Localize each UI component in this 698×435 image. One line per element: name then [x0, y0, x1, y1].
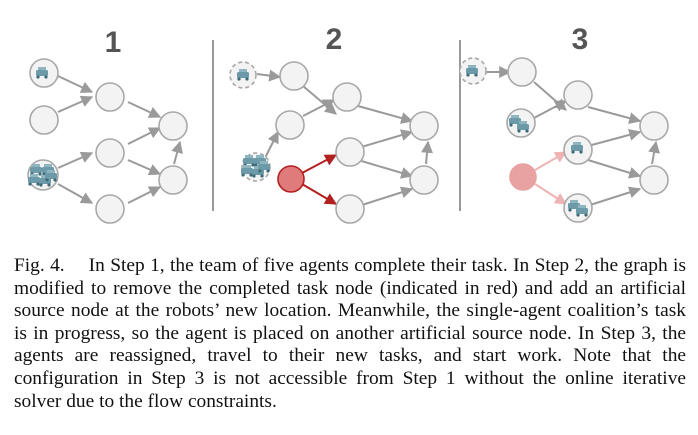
task-node [639, 165, 669, 195]
panel-number-3: 3 [572, 23, 589, 56]
task-node [158, 111, 188, 141]
task-node [507, 57, 537, 87]
task-node [275, 110, 305, 140]
task-node [158, 165, 188, 195]
task-node [279, 61, 309, 91]
task-node [95, 82, 125, 112]
task-node [95, 194, 125, 224]
task-node [332, 82, 362, 112]
task-node [563, 80, 593, 110]
figure-label: Fig. 4. [14, 255, 65, 276]
task-node [95, 138, 125, 168]
task-node [639, 111, 669, 141]
task-node [409, 165, 439, 195]
panel-1-graph [57, 75, 183, 204]
task-node [409, 111, 439, 141]
panel-2-graph [256, 69, 433, 206]
task-node [335, 194, 365, 224]
panel-number-2: 2 [326, 23, 343, 56]
caption-text: In Step 1, the team of five agents compl… [14, 255, 686, 412]
pale-completed-task-edges [534, 151, 568, 205]
completed-task-edges [301, 154, 338, 205]
completed-task-node [277, 165, 305, 193]
task-node [335, 137, 365, 167]
figure: 1 2 3 [27, 23, 669, 224]
figure-caption: Fig. 4.In Step 1, the team of five agent… [14, 255, 686, 413]
panel-number-1: 1 [105, 26, 122, 59]
panel-3-graph [486, 66, 660, 206]
task-node [29, 105, 59, 135]
completed-task-node [509, 163, 537, 191]
